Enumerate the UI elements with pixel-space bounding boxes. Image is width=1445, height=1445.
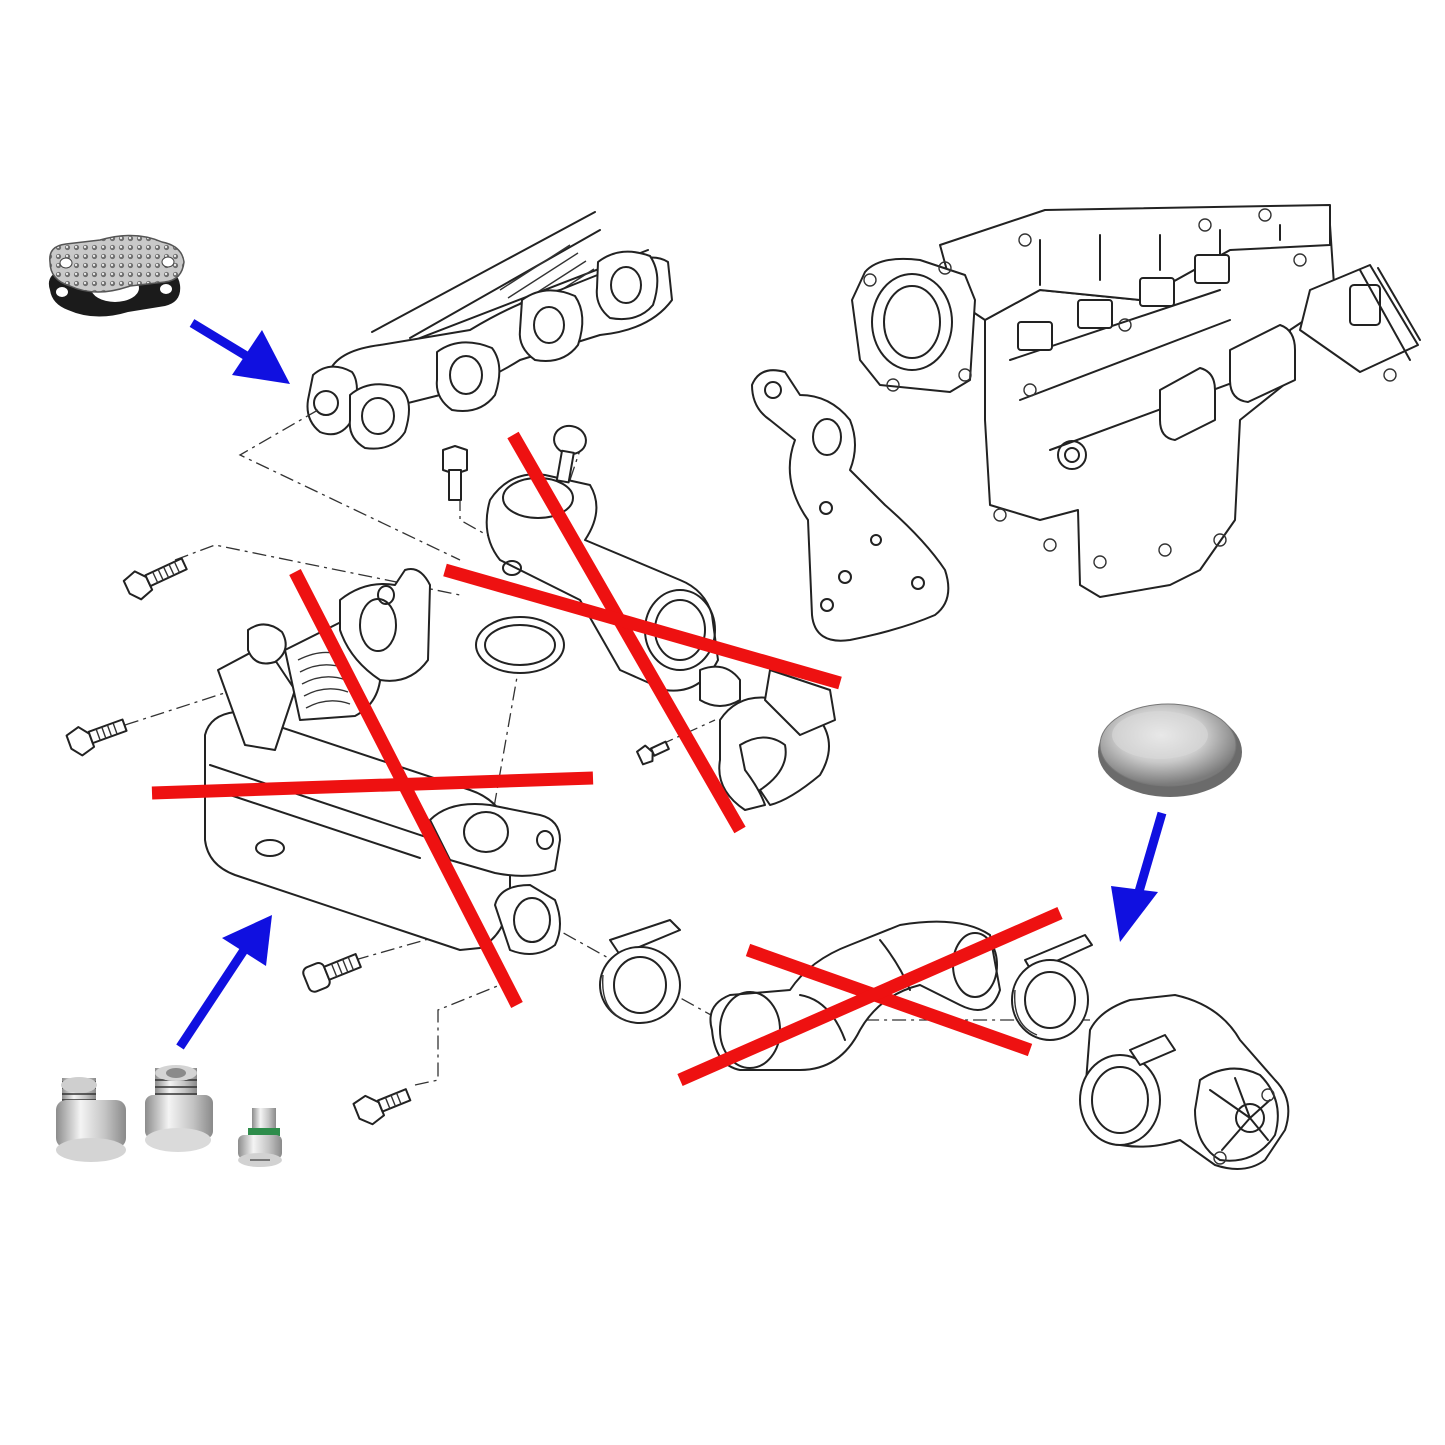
cross-line — [443, 563, 842, 690]
bolt-drawing — [122, 557, 188, 601]
blanking-cap-photo — [1098, 703, 1242, 797]
install-arrow — [189, 319, 290, 384]
cross-line — [745, 943, 1033, 1057]
removed-part-cross — [443, 431, 842, 834]
egr-valve-drawing — [1079, 994, 1290, 1170]
hose-clamps — [599, 919, 1093, 1041]
cylinder-head-drawing — [851, 204, 1421, 598]
blanking-plate-gasket-photo — [48, 234, 185, 317]
bolt-drawing — [302, 953, 362, 993]
o-ring-seal-drawing — [475, 616, 565, 674]
bolt-drawing — [65, 718, 128, 757]
arrowhead — [232, 330, 290, 384]
bolt-drawing — [553, 424, 587, 484]
hose-clamp-drawing — [1011, 934, 1093, 1041]
bolt-drawing — [442, 445, 468, 501]
bolt-drawing — [352, 1088, 412, 1126]
mounting-bracket-drawing — [751, 369, 950, 642]
exhaust-manifold-drawing — [306, 211, 673, 450]
removed-part-cross — [151, 569, 594, 1008]
egr-cooler-drawing — [204, 568, 561, 955]
cross-line — [151, 771, 594, 800]
blanking-plugs-photo — [56, 1065, 282, 1167]
bolt-drawing — [636, 740, 670, 766]
hose-clamp-drawing — [599, 919, 681, 1024]
install-arrow — [1111, 811, 1167, 942]
arrowhead — [1111, 886, 1158, 942]
cross-line — [677, 907, 1063, 1086]
cross-line — [507, 431, 746, 834]
bolts — [65, 424, 670, 1126]
removed-part-cross — [677, 907, 1063, 1086]
arrowhead — [222, 915, 272, 966]
install-arrow — [176, 915, 272, 1050]
